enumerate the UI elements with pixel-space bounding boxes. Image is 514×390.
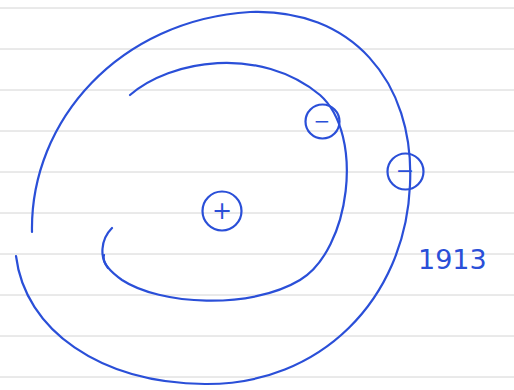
charge-sign: − [314,111,331,131]
charge-sign: − [396,160,414,182]
ruled-lines [0,8,514,377]
inner-orbit-start [102,228,112,268]
charge-sign: + [212,199,232,223]
electron-circle: − [304,103,341,140]
outer-orbit [16,12,410,384]
year-label: 1913 [418,244,487,275]
inner-orbit [104,63,347,301]
nucleus-circle: + [201,190,243,232]
electron-circle: − [386,152,425,191]
